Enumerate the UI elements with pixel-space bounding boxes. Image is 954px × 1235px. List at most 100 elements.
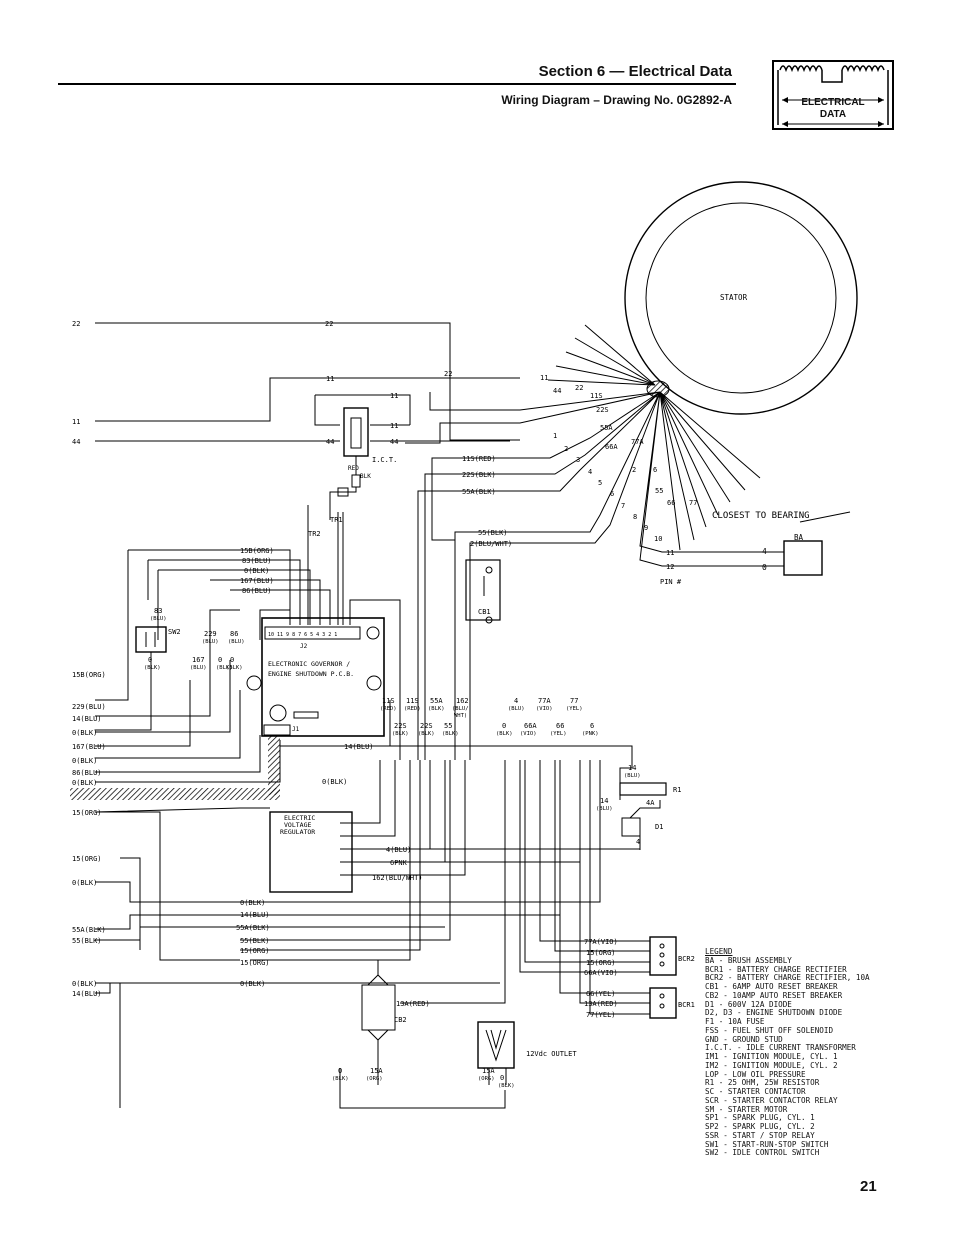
wire-label: 22S [394,722,407,730]
wire-label: 167(BLU) [72,743,106,751]
legend-item: I.C.T. - IDLE CURRENT TRANSFORMER [705,1043,856,1053]
left-wires [95,609,281,783]
wire-label: (BLU) [202,639,219,645]
wire-label: 13A(RED) [584,1000,618,1008]
wire-label: (VIO) [520,731,537,737]
section-title: Section 6 — Electrical Data [538,63,732,80]
wire-label: 83 [154,607,162,615]
wire-label: VOLTAGE [284,821,311,829]
coil-icon [779,65,885,73]
wire-label: 6 [610,490,614,498]
legend-item: SP2 - SPARK PLUG, CYL. 2 [705,1122,815,1131]
wire-label: 86(BLU) [72,769,102,777]
wire-label: BCR2 [678,955,695,963]
wire-label: 14(BLU) [72,990,102,998]
wire-label: CB2 [394,1016,407,1024]
drawing-subtitle: Wiring Diagram – Drawing No. 0G2892-A [501,93,732,107]
wire-label: (BLK) [442,731,459,737]
wire-label: (BLU) [508,706,525,712]
wire-label: 10 11 9 8 7 6 5 4 3 2 1 [268,632,337,638]
wire-label: 229 [204,630,217,638]
wire-label: 15(ORG) [240,959,270,967]
legend-item: SCR - STARTER CONTACTOR RELAY [705,1095,838,1105]
wire-label: TR1 [330,516,343,524]
wire-label: 15(ORG) [72,809,102,817]
wire-label: 55 [444,722,452,730]
wire-label: 15A [370,1067,383,1075]
legend-item: F1 - 10A FUSE [705,1017,765,1026]
wire-label: (YEL) [566,706,583,712]
legend-item: SW2 - IDLE CONTROL SWITCH [705,1148,820,1158]
wire-label: (BLK) [332,1076,349,1082]
dc-outlet [477,1021,515,1069]
legend-item: BCR2 - BATTERY CHARGE RECTIFIER, 10A [705,973,870,983]
wire-label: (BLK) [216,665,233,671]
wire-label: (BLU) [596,806,613,812]
wire-label: 77 [570,697,578,705]
wire-label: 77A(VIO) [584,938,618,946]
wire-label: SW2 [168,628,181,636]
wire-label: 77 [689,499,697,507]
wire-label: STATOR [720,293,748,302]
legend-item: CB2 - 10AMP AUTO RESET BREAKER [705,990,843,1000]
wire-label: 14(BLU) [344,743,374,751]
lower-wires [95,760,601,1108]
wire-label: 4A [646,799,655,807]
wire-label: (RED) [380,706,397,712]
wire-label: PIN # [660,578,682,586]
d1-diode [621,817,641,837]
wire-label: 55A [430,697,443,705]
wire-label: BA [794,533,804,542]
legend-item: SW1 - START-RUN-STOP SWITCH [705,1139,829,1149]
wire-label: 15(ORG) [72,855,102,863]
wire-label: 167 [192,656,205,664]
wire-label: 14(BLU) [240,911,270,919]
wire-label: 12 [666,563,674,571]
wire-label: 22S(BLK) [462,471,496,479]
wire-label: 4 [588,468,592,476]
wire-label: 3 [576,456,580,464]
wire-label: CB1 [478,608,491,616]
pcb-wiring [128,505,401,760]
wire-label: 0(BLK) [240,899,265,907]
wire-label: REGULATOR [280,828,315,836]
wire-label: 11S [590,392,603,400]
wire-label: 4(BLU) [386,846,411,854]
wire-label: 11 [72,418,80,426]
wire-label: 11 [666,549,674,557]
legend-item: SM - STARTER MOTOR [705,1104,788,1114]
wire-label: 6 [590,722,594,730]
wire-label: 15(ORG) [586,959,616,967]
wire-label: 7 [621,502,625,510]
wire-label: 0(BLK) [72,729,97,737]
legend: LEGEND BA - BRUSH ASSEMBLY BCR1 - BATTER… [705,947,935,1158]
wire-label: (BLK) [496,731,513,737]
cb2-breaker [361,974,396,1041]
wire-label: 0 [218,656,222,664]
wire-label: 0 [502,722,506,730]
wire-label: 55A [600,424,613,432]
wire-label: (ORG) [478,1076,495,1082]
wire-label: 15(ORG) [240,947,270,955]
wire-label: 55A(BLK) [236,924,270,932]
wire-label: 86(BLU) [242,587,272,595]
header-rule [58,83,736,85]
stator-outer [624,181,858,415]
wire-label: 11S [406,697,419,705]
wire-label: 22S [420,722,433,730]
wire-label: 4 [636,838,640,846]
wire-label: 55(BLK) [478,529,508,537]
wire-label: 66 [667,499,675,507]
wire-label: (BLK) [392,731,409,737]
wire-label: (ORG) [366,1076,383,1082]
evr-wires [350,760,466,876]
wire-label: 44 [72,438,80,446]
wire-label: (BLU) [190,665,207,671]
wire-label: 22 [444,370,452,378]
wire-label: I.C.T. [372,456,397,464]
wire-label: 66A [605,443,618,451]
wire-label: 66A(VIO) [584,969,618,977]
wire-label: 55(BLK) [240,937,270,945]
wire-label: 55 [655,487,663,495]
wire-label: TR2 [308,530,321,538]
